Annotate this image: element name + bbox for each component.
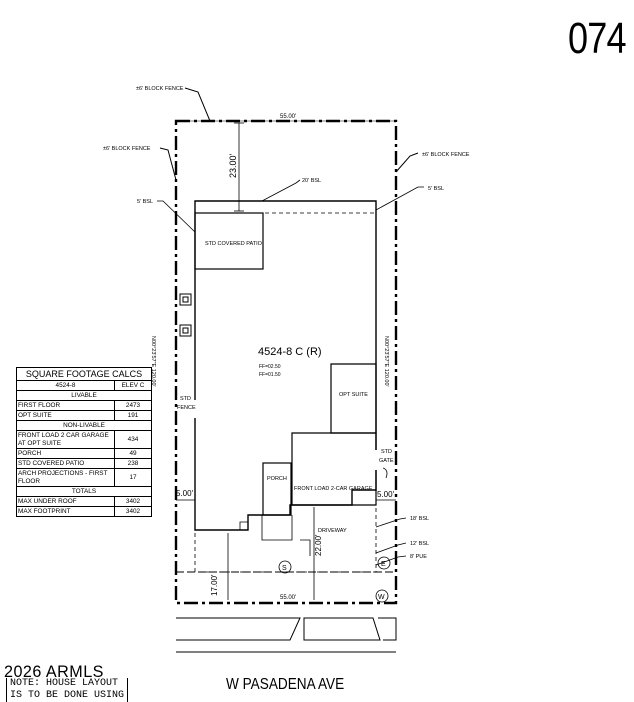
sqft-row-label: MAX UNDER ROOF	[16, 496, 115, 507]
electric-marker	[377, 556, 391, 570]
front-dim: 17.00'	[210, 574, 219, 596]
equipment-box	[179, 293, 192, 306]
sqft-row-value: 191	[114, 410, 152, 421]
sqft-row-value: 434	[114, 430, 152, 449]
sqft-col-plan: 4524-8	[16, 380, 115, 391]
layout-note: NOTE: HOUSE LAYOUT IS TO BE DONE USING	[6, 678, 129, 702]
fence-label-right: ±6' BLOCK FENCE	[422, 152, 470, 158]
patio-label: STD COVERED PATIO	[205, 241, 263, 247]
bsl-12: 12' BSL	[410, 541, 429, 547]
sqft-livable-header: LIVABLE	[16, 390, 152, 401]
sqft-row-label: PORCH	[16, 448, 115, 459]
note-line: NOTE: HOUSE LAYOUT	[10, 678, 119, 689]
garage-label: FRONT LOAD 2-CAR GARAGE	[294, 486, 373, 492]
sqft-non-livable-header: NON-LIVABLE	[16, 420, 152, 431]
copyright-watermark: 2026 ARMLS	[4, 662, 104, 681]
rear-bsl: 20' BSL	[302, 178, 321, 184]
sqft-row-label: STD COVERED PATIO	[16, 458, 115, 469]
side-right-dim: 5.00'	[377, 490, 395, 499]
sqft-row-label: FIRST FLOOR	[16, 400, 115, 411]
water-marker	[375, 589, 389, 603]
water-letter: W	[378, 594, 385, 601]
side-left-dim: 5.00'	[176, 489, 194, 498]
ff-line-2: FF=01.50	[259, 372, 281, 378]
sqft-row-value: 49	[114, 448, 152, 459]
sqft-row-value: 2473	[114, 400, 152, 411]
ff-line-1: FF=02.50	[259, 364, 281, 370]
sqft-row-label: MAX FOOTPRINT	[16, 506, 115, 517]
sqft-row-label: ARCH PROJECTIONS - FIRST FLOOR	[16, 468, 115, 487]
opt-suite-label: OPT SUITE	[339, 392, 368, 398]
patio-outline	[194, 212, 264, 270]
sqft-row-value: 238	[114, 458, 152, 469]
opt-suite-outline	[330, 363, 377, 434]
sqft-col-elev: ELEV C	[114, 380, 152, 391]
porch-outline	[262, 462, 292, 516]
electric-letter: E	[381, 561, 386, 568]
pue-label: 8' PUE	[410, 554, 427, 560]
sewer-letter: S	[282, 565, 287, 572]
porch-label: PORCH	[267, 476, 287, 482]
lot-width-top: 55.00'	[280, 114, 296, 120]
rear-setback-dim: 23.00'	[228, 153, 238, 178]
std-fence-label-2: FENCE	[177, 405, 196, 411]
sqft-row-label: OPT SUITE	[16, 410, 115, 421]
lot-number: 074	[568, 14, 627, 63]
sqft-row-value: 3402	[114, 506, 152, 517]
sidewalk	[176, 617, 301, 641]
sqft-row-label: FRONT LOAD 2 CAR GARAGE AT OPT SUITE	[16, 430, 115, 449]
equipment-box	[179, 324, 192, 337]
driveway-label: DRIVEWAY	[318, 528, 347, 534]
garage-outline	[291, 432, 377, 506]
sewer-marker	[278, 560, 292, 574]
std-gate-label-1: STD	[381, 449, 392, 455]
lot-depth-right: N00°23'57"E 120.00'	[383, 336, 389, 387]
side-bsl-left: 5' BSL	[137, 199, 153, 205]
note-line: IS TO BE DONE USING	[10, 690, 125, 701]
square-footage-table: SQUARE FOOTAGE CALCS 4524-8 ELEV C LIVAB…	[16, 367, 152, 517]
lot-boundary	[174, 119, 398, 605]
std-gate-label-2: GATE	[379, 458, 394, 464]
street-name: W PASADENA AVE	[226, 676, 345, 693]
sqft-totals-header: TOTALS	[16, 486, 152, 497]
lot-depth-left: N00°23'57"E 120.00'	[150, 336, 156, 387]
front-bsl: 18' BSL	[410, 516, 429, 522]
sqft-row-value: 3402	[114, 496, 152, 507]
std-fence-label-1: STD	[180, 396, 191, 402]
sqft-row-value: 17	[114, 468, 152, 487]
fence-label-left: ±6' BLOCK FENCE	[103, 146, 151, 152]
sqft-title: SQUARE FOOTAGE CALCS	[16, 367, 152, 381]
side-bsl-right: 5' BSL	[428, 186, 444, 192]
lot-width-bottom: 55.00'	[280, 595, 296, 601]
plan-code: 4524-8 C (R)	[258, 346, 322, 358]
fence-label-top: ±6' BLOCK FENCE	[136, 86, 184, 92]
driveway-dim: 22.00'	[314, 534, 323, 556]
